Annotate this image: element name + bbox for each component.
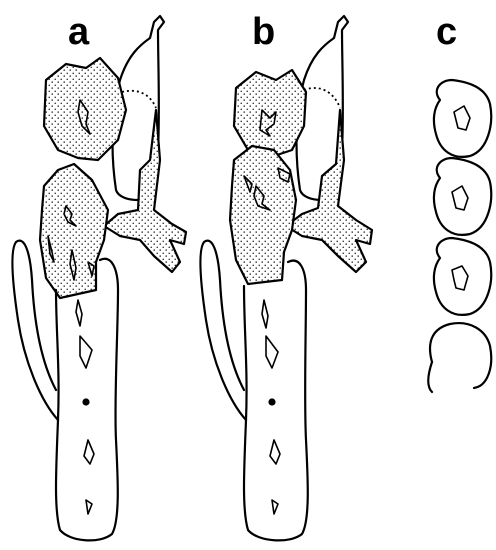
panel-a-lumen-6 bbox=[80, 336, 92, 368]
panel-a-dashed-link bbox=[122, 91, 156, 108]
panel-b-lumen-6 bbox=[270, 440, 280, 464]
panel-c: c bbox=[428, 11, 491, 392]
panel-a-lumen-5 bbox=[76, 300, 82, 326]
panel-b: b bbox=[200, 11, 372, 540]
panel-b-dashed-link bbox=[304, 88, 340, 108]
panel-b-lumen-5 bbox=[266, 336, 278, 368]
panel-b-dot bbox=[268, 398, 275, 405]
panel-b-lower-tube bbox=[244, 261, 308, 541]
panel-label-c: c bbox=[436, 11, 457, 53]
panel-a-lumen-7 bbox=[84, 440, 94, 464]
panel-a-lumen-8 bbox=[86, 500, 92, 514]
panel-c-section-4 bbox=[428, 323, 491, 392]
panel-c-section-2 bbox=[434, 158, 491, 235]
panel-b-main-block bbox=[230, 146, 296, 284]
panel-a-upper-block bbox=[44, 58, 126, 160]
panel-label-b: b bbox=[252, 11, 275, 53]
panel-label-a: a bbox=[68, 11, 90, 53]
panel-b-lumen-4 bbox=[262, 300, 268, 328]
panel-b-upper-block bbox=[234, 70, 306, 158]
panel-c-section-3 bbox=[434, 238, 491, 315]
panel-a-dot bbox=[82, 398, 89, 405]
panel-b-lumen-7 bbox=[272, 500, 278, 514]
panel-a: a bbox=[12, 11, 186, 540]
panel-c-section-1 bbox=[434, 80, 491, 157]
